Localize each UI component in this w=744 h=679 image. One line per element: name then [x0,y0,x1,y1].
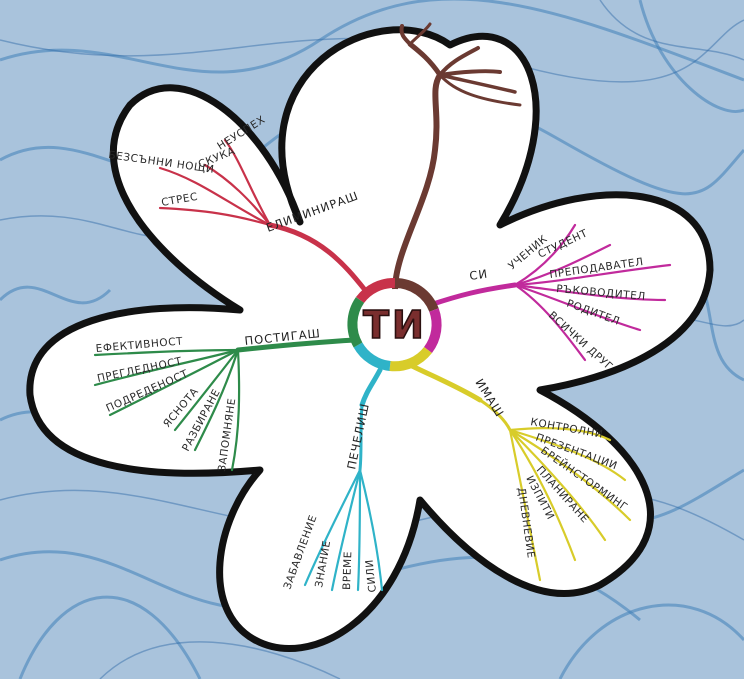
item-vreme: ВРЕМЕ [341,551,354,590]
branch-label-si: СИ [468,267,488,283]
center-label: ТИ [363,303,427,347]
